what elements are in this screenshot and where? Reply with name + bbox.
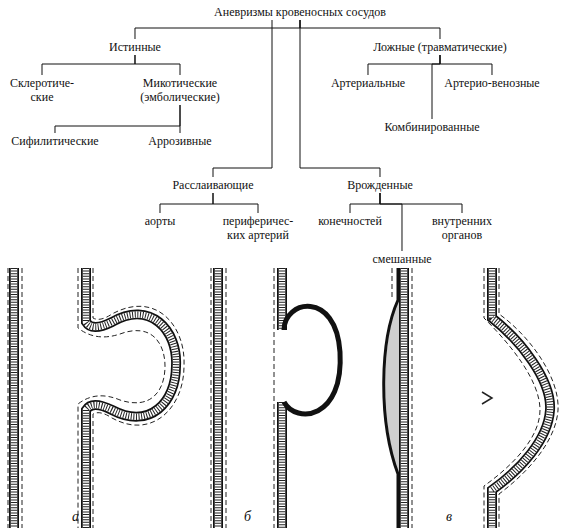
tree-connector	[368, 55, 440, 75]
category-node: Аневризмы кровеносных сосудов	[213, 5, 387, 19]
figure-letter: а	[72, 510, 79, 524]
category-node: Истинные	[108, 40, 162, 54]
category-node: Склеротиче- ские	[5, 76, 79, 104]
tree-connector	[300, 20, 380, 177]
category-node: конечностей	[317, 214, 383, 228]
category-text: Ложные (травматические)	[373, 40, 507, 54]
tree-connector	[440, 55, 492, 75]
vessel-wall	[492, 268, 550, 528]
category-text: Артерио-венозные	[444, 76, 539, 90]
category-text: конечностей	[318, 214, 382, 228]
vessel-wall	[279, 402, 286, 528]
category-node: Микотические (эмболические)	[129, 76, 231, 104]
figure-letter: б	[244, 510, 251, 524]
tree-connector	[55, 105, 180, 133]
category-node: Расслаивающие	[171, 178, 254, 192]
sac-wall	[384, 268, 398, 528]
category-text: Аррозивные	[148, 134, 211, 148]
intima-line	[93, 268, 184, 528]
category-text: Склеротиче- ские	[6, 76, 78, 104]
tree-connector	[160, 193, 213, 213]
category-text: Аневризмы кровеносных сосудов	[214, 5, 386, 19]
intima-line	[226, 268, 227, 528]
tree-connector	[380, 193, 462, 213]
category-text: смешанные	[372, 252, 431, 266]
tree-connector	[180, 105, 181, 133]
category-node: Сифилитические	[10, 134, 99, 148]
category-node: внутренних органов	[423, 214, 501, 242]
category-node: Аррозивные	[147, 134, 212, 148]
tree-connector	[432, 55, 440, 119]
tree-connector	[135, 55, 180, 75]
category-text: Сифилитические	[11, 134, 98, 148]
vessel-wall	[279, 402, 286, 528]
vessel-wall	[492, 268, 550, 528]
vessel-wall	[399, 268, 409, 528]
intima-line	[22, 268, 23, 528]
sac-wall	[284, 306, 340, 414]
vessel-wall	[213, 268, 223, 528]
category-node: Врожденные	[346, 178, 414, 192]
tree-connector	[213, 20, 272, 177]
category-node: Артериальные	[330, 76, 406, 90]
category-node: периферичес- ких артерий	[216, 214, 300, 242]
vessel-wall	[11, 268, 18, 528]
intima-line	[8, 268, 9, 528]
intima-line	[211, 268, 212, 528]
wall-defect	[482, 392, 492, 404]
intima-line	[499, 268, 558, 528]
category-node: аорты	[144, 214, 176, 228]
vessel-wall	[215, 268, 222, 528]
category-text: Расслаивающие	[172, 178, 253, 192]
vessel-wall	[492, 268, 550, 528]
category-text: Микотические (эмболические)	[130, 76, 230, 104]
intima-line	[392, 268, 393, 300]
vessel-wall	[401, 268, 408, 528]
intima-line	[274, 268, 275, 528]
vessel-wall	[9, 268, 19, 528]
vessel-wall	[215, 268, 222, 528]
category-node: Комбинированные	[383, 120, 480, 134]
category-text: Истинные	[109, 40, 161, 54]
tree-connector	[213, 193, 258, 213]
category-text: Врожденные	[347, 178, 413, 192]
vessel-wall	[277, 402, 287, 528]
category-node: Ложные (травматические)	[372, 40, 508, 54]
figure-letter: в	[446, 510, 452, 524]
tree-connector	[350, 193, 380, 213]
vessel-wall	[401, 268, 408, 528]
category-text: Артериальные	[331, 76, 405, 90]
category-text: Комбинированные	[384, 120, 479, 134]
category-text: аорты	[145, 214, 175, 228]
vessel-wall	[11, 268, 18, 528]
intima-line	[78, 268, 165, 528]
intima-line	[412, 268, 413, 528]
tree-connector	[135, 20, 300, 39]
category-text: периферичес- ких артерий	[217, 214, 299, 242]
tree-connector	[42, 55, 135, 75]
category-node: Артерио-венозные	[443, 76, 540, 90]
category-node: смешанные	[371, 252, 432, 266]
category-text: внутренних органов	[424, 214, 500, 242]
tree-connector	[300, 20, 440, 39]
tree-connector	[380, 193, 402, 251]
